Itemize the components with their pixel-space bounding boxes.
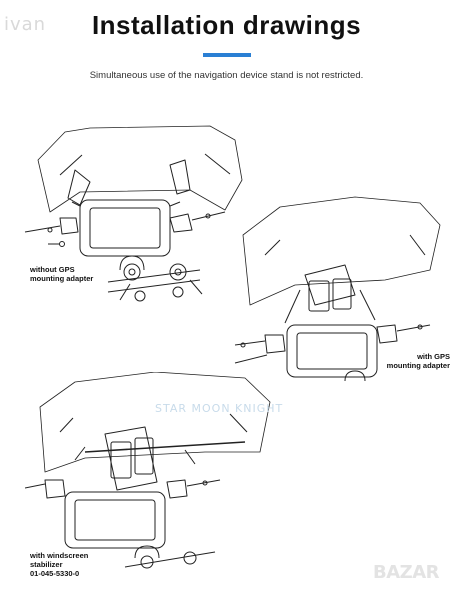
top-watermark: ivan [4, 14, 47, 35]
drawing-with-gps [225, 195, 450, 395]
caption-line: mounting adapter [30, 274, 94, 283]
caption-with-gps: with GPS mounting adapter [380, 352, 450, 370]
caption-with-stabilizer: with windscreen stabilizer 01-045-5330-0 [30, 551, 130, 578]
drawing-without-gps [20, 120, 250, 310]
drawing-with-stabilizer [25, 372, 285, 582]
part-number: 01-045-5330-0 [30, 569, 80, 578]
caption-without-gps: without GPS mounting adapter [30, 265, 120, 283]
caption-line: with GPS [417, 352, 450, 361]
caption-line: with windscreen [30, 551, 89, 560]
caption-line: without GPS [30, 265, 75, 274]
caption-line: stabilizer [30, 560, 63, 569]
page-title: Installation drawings [91, 10, 362, 40]
page-subtitle: Simultaneous use of the navigation devic… [89, 70, 364, 81]
caption-line: mounting adapter [386, 361, 450, 370]
middle-watermark: STAR MOON KNIGHT [155, 402, 284, 415]
bazar-logo-watermark: BAZAR [373, 562, 440, 583]
title-underline [203, 53, 251, 57]
